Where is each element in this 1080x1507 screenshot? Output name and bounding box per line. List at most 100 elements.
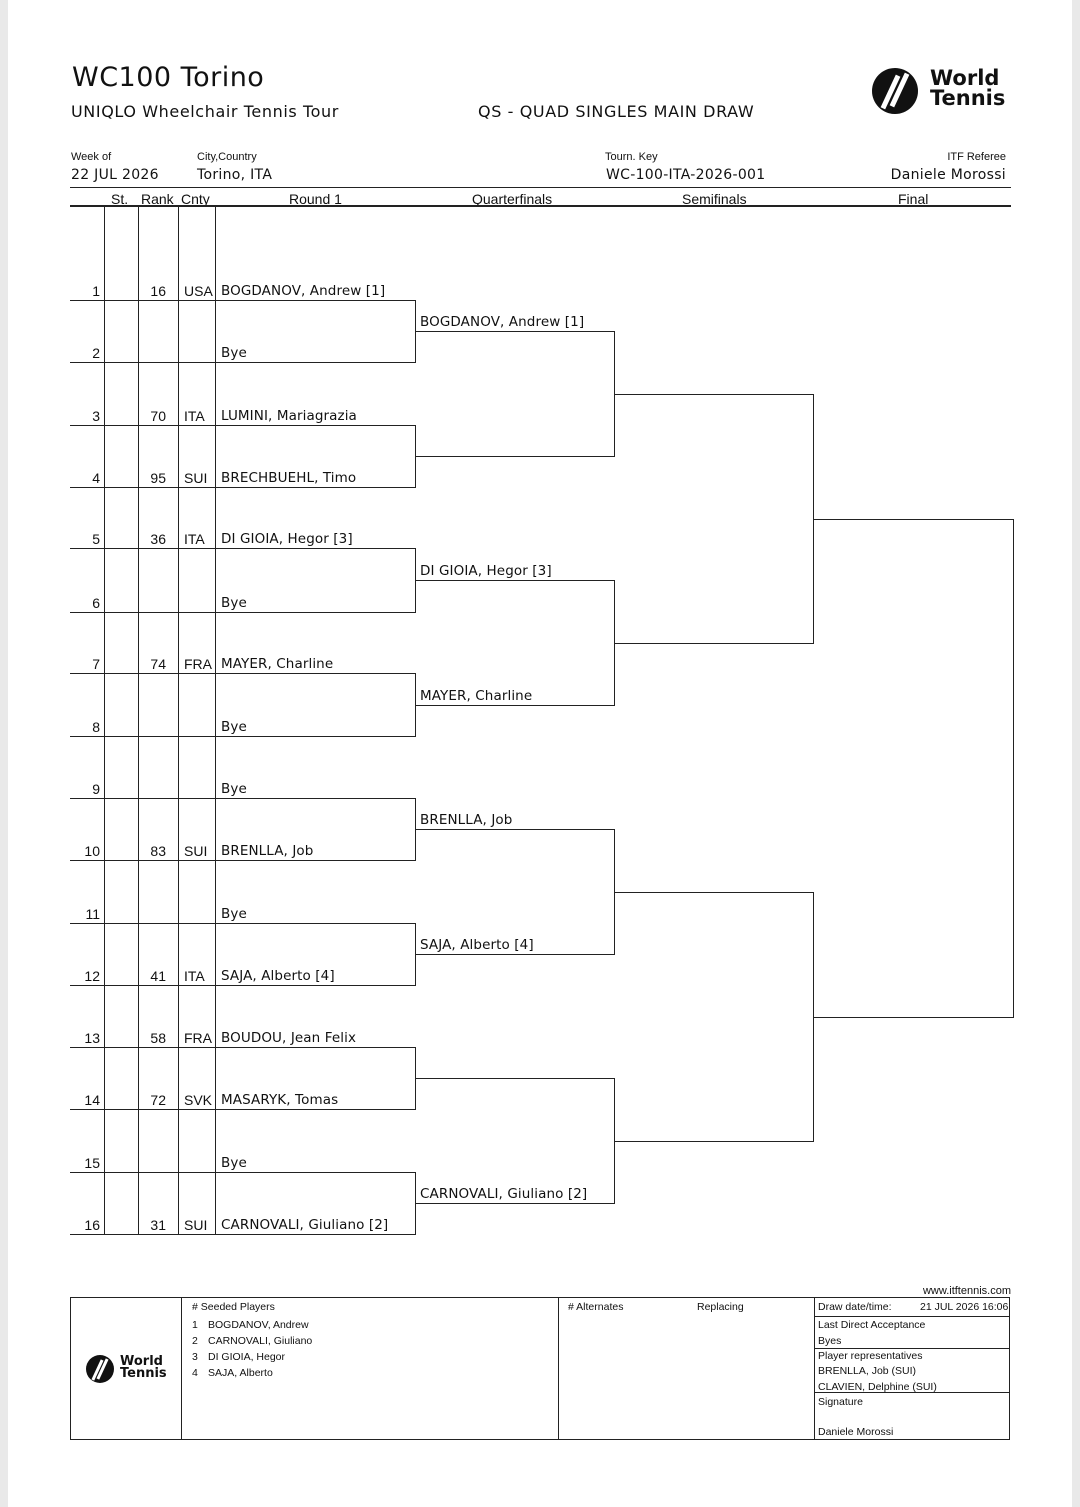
draw-datetime-value: 21 JUL 2026 16:06 [920, 1301, 1009, 1313]
player-name: BOUDOU, Jean Felix [221, 1030, 357, 1046]
draw-line-round1 [70, 548, 416, 549]
player-rank: 95 [150, 470, 166, 486]
draw-line-round1 [70, 798, 416, 799]
lda-value: Byes [818, 1335, 842, 1347]
player-name: Bye [221, 345, 247, 361]
bracket-connector [415, 300, 416, 363]
bracket-connector [614, 331, 615, 457]
player-rank: 74 [150, 656, 166, 672]
draw-line-quarterfinal [416, 954, 615, 955]
city-value: Torino, ITA [197, 167, 273, 183]
draw-line-round1 [70, 362, 416, 363]
player-name: BRECHBUEHL, Timo [221, 470, 357, 486]
draw-line-semifinal [615, 1141, 814, 1142]
bracket-connector [415, 1172, 416, 1235]
header-rule [70, 205, 1011, 207]
draw-position: 13 [84, 1030, 100, 1046]
seed-name: CARNOVALI, Giuliano [208, 1335, 313, 1347]
draw-position: 11 [85, 906, 100, 922]
seed-number: 4 [192, 1367, 198, 1379]
seed-number: 3 [192, 1351, 198, 1363]
draw-line-quarterfinal [416, 829, 615, 830]
player-country: SVK [184, 1092, 213, 1108]
bracket-connector [614, 1078, 615, 1204]
seed-name: SAJA, Alberto [208, 1367, 273, 1379]
player-country: SUI [184, 470, 208, 486]
footer-rule-3 [815, 1392, 1010, 1393]
draw-line-semifinal [615, 892, 814, 893]
grid-line-name [215, 206, 216, 1235]
draw-line-round1 [70, 1172, 416, 1173]
draw-position: 5 [92, 531, 100, 547]
draw-line-round1 [70, 1109, 416, 1110]
col-rank: Rank [141, 191, 174, 207]
footer-divider-1 [181, 1298, 182, 1439]
draw-line-round1 [70, 736, 416, 737]
seeded-header: # Seeded Players [192, 1301, 275, 1313]
col-cnty: Cnty [181, 191, 210, 207]
tourn-key-value: WC-100-ITA-2026-001 [606, 167, 766, 183]
draw-line-round1 [70, 673, 416, 674]
draw-line-quarterfinal [416, 456, 615, 457]
seed-name: BOGDANOV, Andrew [208, 1319, 309, 1331]
player-name: Bye [221, 719, 247, 735]
draw-line-final [814, 519, 1014, 520]
draw-position: 9 [92, 781, 100, 797]
player-name: BOGDANOV, Andrew [1] [221, 283, 386, 299]
col-final: Final [898, 191, 929, 207]
header-rule-top [70, 187, 1011, 188]
draw-line-round1 [70, 425, 416, 426]
player-rank: 83 [150, 843, 166, 859]
world-tennis-logo-icon [872, 68, 918, 114]
draw-line-semifinal [615, 394, 814, 395]
player-rank: 70 [150, 408, 166, 424]
draw-datetime-label: Draw date/time: [818, 1301, 892, 1313]
player-country: ITA [184, 408, 205, 424]
col-quarterfinals: Quarterfinals [472, 191, 553, 207]
draw-position: 3 [92, 408, 100, 424]
player-name: MASARYK, Tomas [221, 1092, 339, 1108]
grid-line-st [104, 206, 105, 1235]
world-tennis-logo-text: World Tennis [930, 66, 1006, 110]
quarterfinal-player: CARNOVALI, Giuliano [2] [420, 1186, 588, 1202]
player-name: SAJA, Alberto [4] [221, 968, 335, 984]
itf-url: www.itftennis.com [922, 1285, 1011, 1297]
seed-number: 1 [192, 1319, 198, 1331]
tourn-key-label: Tourn. Key [605, 151, 658, 163]
draw-line-round1 [70, 1047, 416, 1048]
bracket-connector [813, 394, 814, 644]
quarterfinal-player: BOGDANOV, Andrew [1] [420, 314, 585, 330]
draw-sheet: WC100 Torino UNIQLO Wheelchair Tennis To… [8, 0, 1072, 1507]
draw-line-round1 [70, 860, 416, 861]
bracket-connector [415, 673, 416, 737]
quarterfinal-player: MAYER, Charline [420, 688, 533, 704]
draw-line-round1 [70, 923, 416, 924]
draw-position: 1 [92, 283, 100, 299]
tour-name: UNIQLO Wheelchair Tennis Tour [71, 102, 339, 121]
bracket-connector [614, 580, 615, 706]
reps-label: Player representatives [818, 1350, 923, 1362]
alternates-header: # Alternates [568, 1301, 624, 1313]
draw-line-quarterfinal [416, 705, 615, 706]
player-rank: 31 [150, 1217, 166, 1233]
world-tennis-logo-small: World Tennis [86, 1355, 176, 1385]
draw-line-round1 [70, 487, 416, 488]
week-value: 22 JUL 2026 [71, 167, 159, 183]
footer-divider-2 [558, 1298, 559, 1439]
player-name: CARNOVALI, Giuliano [2] [221, 1217, 389, 1233]
bracket-connector [415, 923, 416, 986]
tournament-title: WC100 Torino [72, 62, 265, 93]
draw-line-round1 [70, 1234, 416, 1235]
draw-line-quarterfinal [416, 331, 615, 332]
rep-1: BRENLLA, Job (SUI) [818, 1365, 917, 1377]
grid-line-rank [138, 206, 139, 1235]
week-label: Week of [71, 151, 112, 163]
draw-line-quarterfinal [416, 1078, 615, 1079]
player-name: BRENLLA, Job [221, 843, 314, 859]
draw-position: 10 [84, 843, 100, 859]
bracket-connector [415, 425, 416, 488]
draw-line-round1 [70, 985, 416, 986]
quarterfinal-player: BRENLLA, Job [420, 812, 513, 828]
player-country: FRA [184, 1030, 212, 1046]
seed-number: 2 [192, 1335, 198, 1347]
